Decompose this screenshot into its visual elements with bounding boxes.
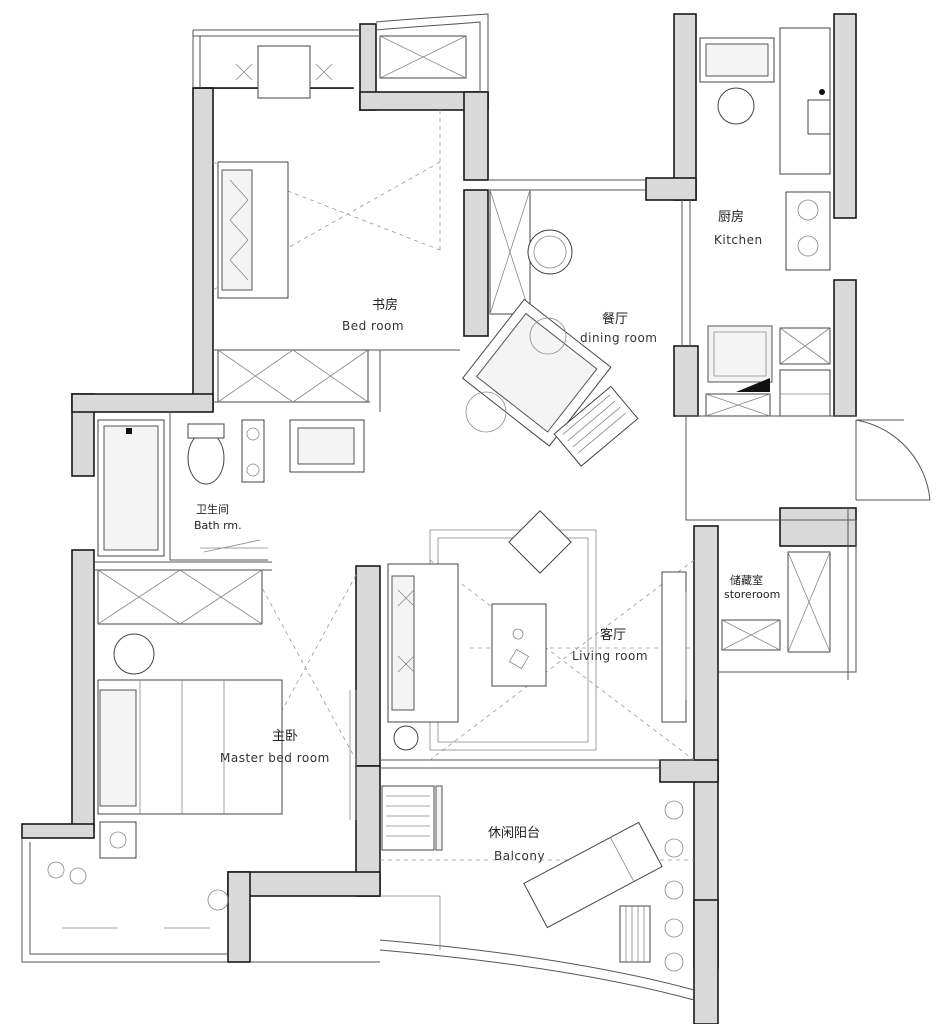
armchair — [508, 510, 572, 574]
study-bed-pillow — [221, 169, 253, 291]
cooktop — [785, 191, 831, 271]
label-master-en: Master bed room — [220, 751, 330, 765]
lounger — [523, 821, 663, 929]
wardrobe — [97, 569, 263, 625]
wall-bottom-step — [227, 871, 381, 897]
label-balcony-en: Balcony — [494, 849, 545, 863]
wall-left-bottom — [21, 823, 95, 839]
label-bath-en: Bath rm. — [194, 519, 242, 532]
wall-right-bottom — [693, 899, 719, 1024]
label-storeroom-en: storeroom — [724, 588, 780, 601]
tv-console — [661, 571, 687, 723]
wall-study-right-lower — [463, 189, 489, 337]
wall-balcony-rail — [659, 759, 719, 783]
dining-chair — [527, 229, 573, 275]
wall-store-top — [779, 507, 857, 547]
wall-kitchen-left — [673, 13, 697, 201]
wall-kitchen-right — [833, 13, 857, 219]
label-master-cn: 主卧 — [272, 729, 298, 744]
label-study-cn: 书房 — [372, 297, 398, 313]
label-study-en: Bed room — [342, 319, 404, 333]
label-living-cn: 客厅 — [600, 627, 626, 643]
label-kitchen-en: Kitchen — [714, 233, 763, 247]
label-dining-cn: 餐厅 — [602, 311, 628, 327]
balcony-table — [257, 45, 311, 99]
label-balcony-cn: 休闲阳台 — [488, 826, 540, 841]
wall-study-left — [192, 87, 214, 411]
label-dining-en: dining room — [580, 331, 657, 345]
room-labels: 书房 Bed room 餐厅 dining room 厨房 Kitchen 卫生… — [194, 209, 780, 863]
label-bath-cn: 卫生间 — [196, 502, 229, 516]
label-storeroom-cn: 储藏室 — [730, 573, 763, 587]
furniture — [47, 27, 831, 972]
label-living-en: Living room — [572, 649, 648, 663]
walls — [21, 13, 857, 1024]
wall-kitchen-mid — [673, 345, 699, 417]
wall-left-lower — [71, 549, 95, 833]
wall-kitchen-step — [645, 177, 697, 201]
toilet — [187, 431, 225, 485]
wall-bottom-left — [227, 871, 251, 963]
wall-living-left — [355, 565, 381, 767]
wall-kitchen-right2 — [833, 279, 857, 417]
label-kitchen-cn: 厨房 — [718, 209, 744, 225]
wall-study-right — [463, 91, 489, 181]
coffee-table — [491, 603, 547, 687]
wall-left-step — [71, 393, 214, 413]
